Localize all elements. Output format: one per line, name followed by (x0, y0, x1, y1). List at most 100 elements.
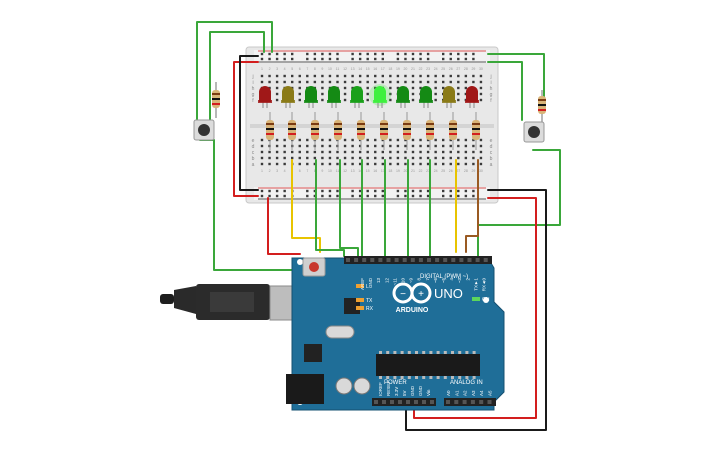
column-number: 4 (284, 67, 286, 71)
column-number: 27 (456, 67, 460, 71)
tx-led-label: TX (366, 298, 373, 304)
resistor-row (266, 112, 480, 150)
arduino-uno-board[interactable]: − + ARDUINO UNO DIGITAL (PWM ~) POWER AN… (286, 256, 505, 411)
digital-pin-label: RX◄0 (482, 278, 487, 292)
power-pin-label: RESET (386, 381, 391, 396)
wire-black-left (239, 55, 259, 191)
wire-green-left-button-top (196, 21, 273, 121)
analog-pin-label: A2 (463, 390, 468, 396)
column-number: 30 (479, 169, 483, 173)
analog-pin-label: A5 (488, 390, 493, 396)
column-number: 26 (449, 169, 453, 173)
pushbutton-left[interactable] (193, 119, 215, 141)
column-number: 18 (388, 169, 392, 173)
resistor[interactable] (266, 112, 274, 150)
led[interactable] (442, 86, 456, 108)
column-number: 19 (396, 169, 400, 173)
resistor[interactable] (449, 112, 457, 150)
digital-pin-label: ~6 (433, 278, 438, 284)
column-number: 7 (306, 169, 308, 173)
resistor[interactable] (426, 112, 434, 150)
digital-pin-label: 8 (417, 278, 422, 281)
power-header-label: POWER (384, 380, 407, 386)
digital-pin-label: 12 (384, 278, 389, 284)
power-pin-label: 5V (402, 390, 407, 396)
column-number: 16 (373, 169, 377, 173)
column-number: 28 (464, 169, 468, 173)
led[interactable] (396, 86, 410, 108)
row-letter: f (252, 98, 254, 104)
column-number: 12 (343, 67, 347, 71)
led[interactable] (258, 86, 272, 108)
digital-pin-label: TX►1 (473, 278, 478, 291)
power-pin-label: Vin (426, 389, 431, 396)
column-number: 11 (336, 67, 340, 71)
on-led-label: ON (482, 297, 490, 303)
power-pin-label: IOREF (378, 382, 383, 396)
led[interactable] (465, 86, 479, 108)
breadboard-column-numbers: 1122334455667788991010111112121313141415… (261, 67, 483, 173)
column-number: 10 (328, 169, 332, 173)
column-number: 25 (441, 169, 445, 173)
wire-green-right-bottom (477, 149, 561, 263)
column-number: 3 (276, 67, 278, 71)
pushbutton-right[interactable] (523, 121, 545, 143)
column-number: 13 (351, 67, 355, 71)
row-letter: i (490, 80, 491, 86)
digital-pin-label: 13 (376, 278, 381, 284)
led[interactable] (304, 86, 318, 108)
led[interactable] (369, 84, 391, 108)
row-letter: j (251, 74, 253, 80)
led-row (258, 84, 479, 108)
digital-pin-label: 4 (449, 278, 454, 281)
digital-pin-label: GND (368, 277, 373, 288)
resistor[interactable] (288, 112, 296, 150)
column-number: 10 (328, 67, 332, 71)
led[interactable] (419, 86, 433, 108)
resistor[interactable] (357, 112, 365, 150)
led[interactable] (281, 86, 295, 108)
row-letter: c (252, 150, 255, 156)
column-number: 7 (306, 67, 308, 71)
resistor-left-button[interactable] (212, 82, 220, 118)
wire-green-right-top-2 (487, 61, 523, 121)
column-number: 14 (358, 169, 362, 173)
column-number: 28 (464, 67, 468, 71)
row-letter: a (252, 162, 255, 168)
row-letter: b (252, 156, 255, 162)
column-number: 8 (314, 67, 316, 71)
row-letter: h (490, 86, 493, 92)
column-number: 23 (426, 169, 430, 173)
row-letter: h (252, 86, 255, 92)
resistor[interactable] (403, 112, 411, 150)
column-number: 1 (261, 67, 263, 71)
wire-green-right-top (487, 53, 545, 101)
row-letter: d (252, 144, 255, 150)
column-number: 14 (358, 67, 362, 71)
led[interactable] (350, 86, 364, 108)
analog-pin-label: A4 (479, 390, 484, 396)
resistor[interactable] (311, 112, 319, 150)
led[interactable] (327, 86, 341, 108)
column-number: 20 (403, 169, 407, 173)
arduino-brand-text: ARDUINO (396, 307, 429, 314)
resistor[interactable] (334, 112, 342, 150)
digital-pin-label: ~5 (441, 278, 446, 284)
column-number: 17 (381, 169, 385, 173)
resistor-right-button[interactable] (538, 90, 546, 122)
column-number: 12 (343, 169, 347, 173)
resistor[interactable] (380, 112, 388, 150)
column-number: 16 (373, 67, 377, 71)
column-number: 20 (403, 67, 407, 71)
column-number: 29 (471, 67, 475, 71)
digital-pin-label: 2 (465, 278, 470, 281)
column-number: 30 (479, 67, 483, 71)
wire-green-d2 (339, 159, 359, 257)
column-number: 29 (471, 169, 475, 173)
resistor[interactable] (472, 112, 480, 150)
